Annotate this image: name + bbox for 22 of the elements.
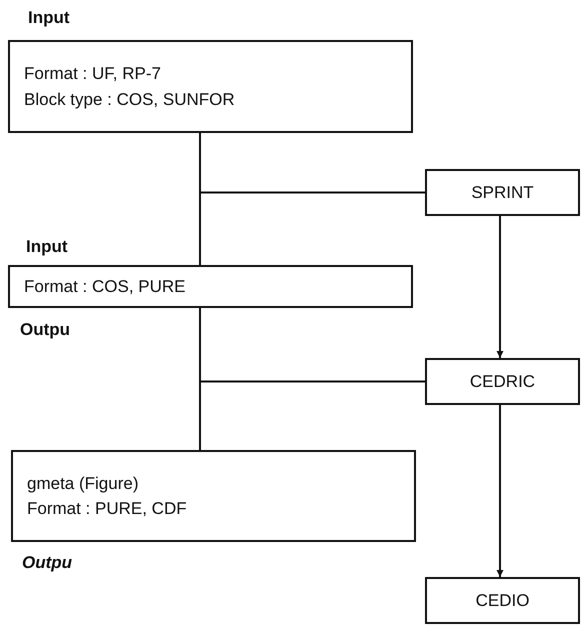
process-box (8, 40, 413, 133)
process-box (425, 358, 580, 405)
process-box (8, 265, 413, 308)
box-text: Format : PURE, CDF (27, 498, 187, 520)
connector-line (199, 192, 425, 265)
arrow (496, 216, 504, 358)
process-box (425, 577, 580, 624)
process-box (11, 450, 416, 542)
box-text: SPRINT (471, 182, 534, 204)
box-text: Format : UF, RP-7 (24, 63, 161, 85)
connector-line (199, 380, 425, 450)
section-heading: Input (26, 237, 68, 257)
section-heading: Input (28, 8, 70, 28)
box-text: CEDIO (476, 590, 530, 612)
box-text: Format : COS, PURE (24, 276, 186, 298)
box-text: CEDRIC (470, 370, 536, 393)
box-text: Block type : COS, SUNFOR (24, 88, 235, 110)
side-label: Outpu (22, 553, 72, 573)
process-box (425, 169, 580, 216)
arrow (496, 405, 504, 577)
box-text: gmeta (Figure) (27, 472, 138, 494)
side-label: Outpu (20, 320, 70, 340)
